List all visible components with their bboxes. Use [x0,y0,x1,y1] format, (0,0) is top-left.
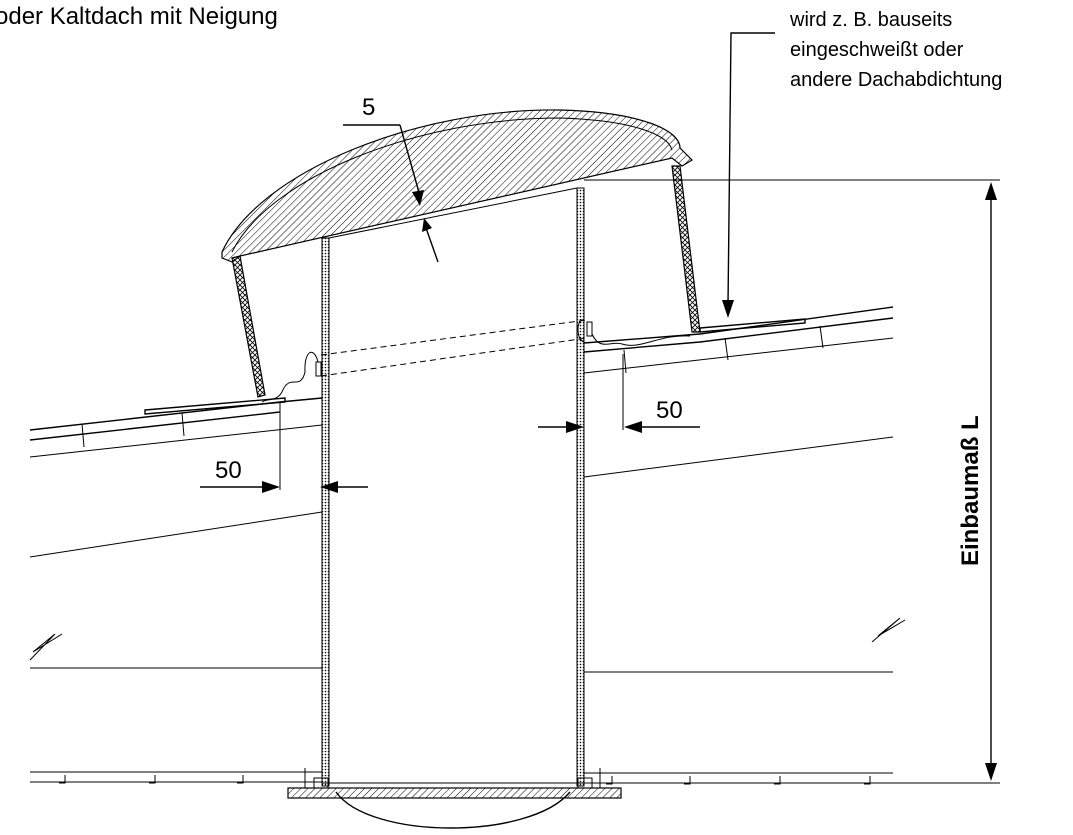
dim-left-offset-label: 50 [215,457,242,484]
right-roof-section [583,306,906,785]
dim-height: Einbaumaß L [584,179,1000,784]
left-roof-section [29,397,323,784]
note-line-1: wird z. B. bauseits [789,9,952,31]
shaft-walls [321,187,585,787]
fixing-clips [261,319,691,403]
dim-thickness: 5 [343,94,439,263]
dim-height-label: Einbaumaß L [957,415,984,566]
bottom-frame [287,768,622,829]
caption-text: oder Kaltdach mit Neigung [0,3,278,30]
dome-cover [221,109,693,263]
note-leader [722,32,775,318]
dim-thickness-label: 5 [362,94,375,121]
note-line-3: andere Dachabdichtung [790,69,1002,91]
dim-right-offset-label: 50 [656,397,683,424]
dim-right-offset: 50 [538,354,700,433]
dim-left-offset: 50 [200,402,368,493]
note-line-2: eingeschweißt oder [790,39,964,61]
